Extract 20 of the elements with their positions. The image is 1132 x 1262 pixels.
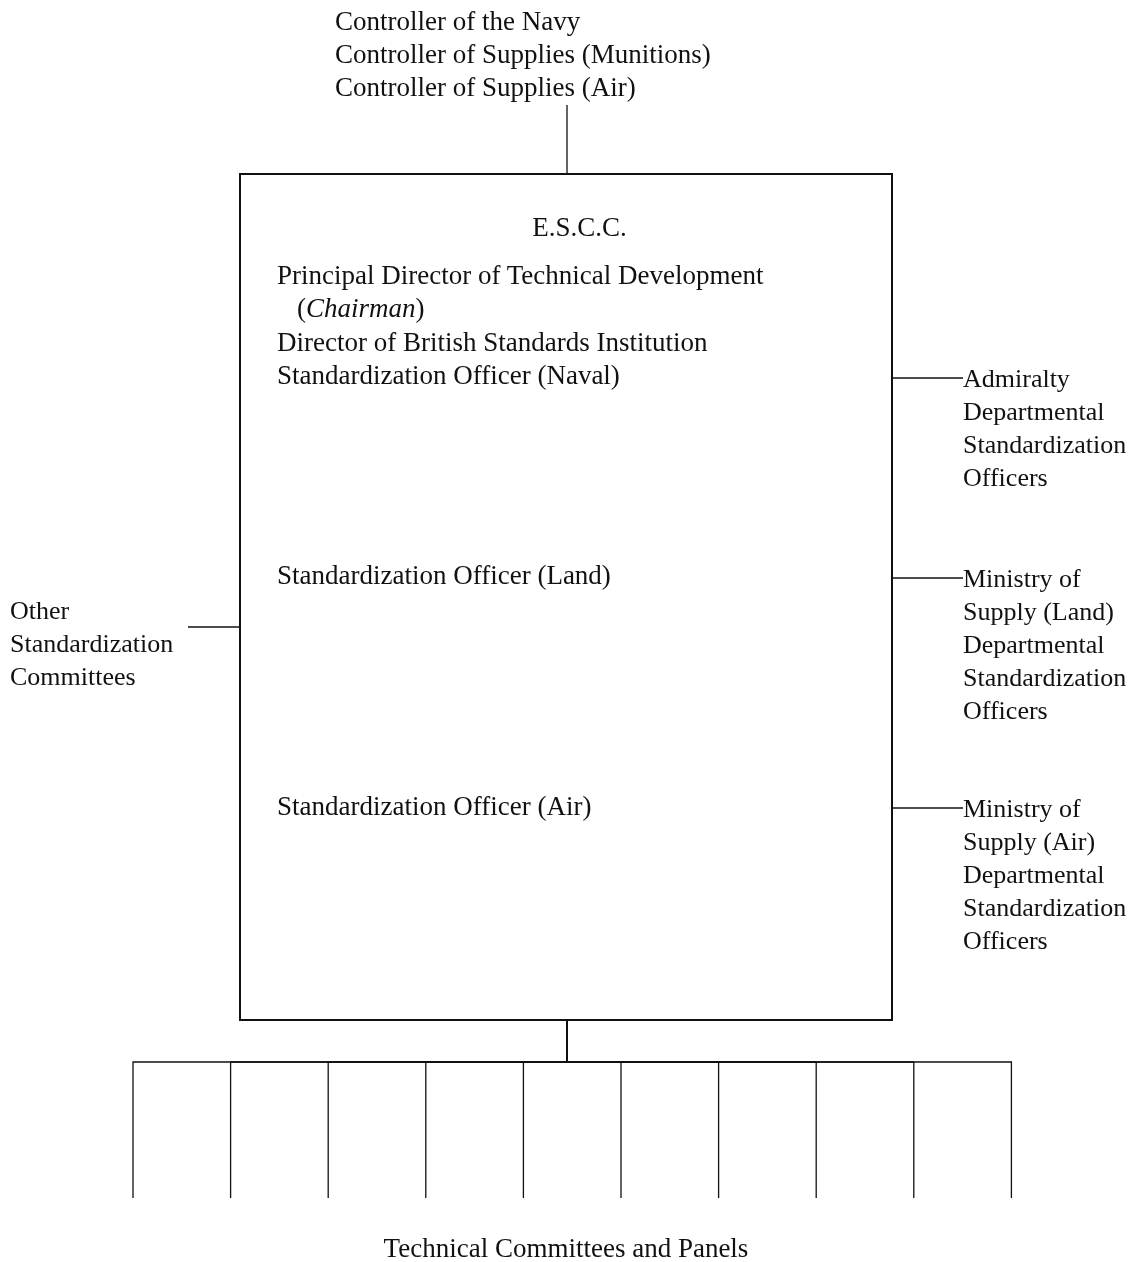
body-text: Other Standardization Committees — [10, 594, 182, 693]
connector-line — [892, 577, 964, 579]
role-text: Controller of Supplies (Munitions) — [335, 38, 711, 71]
member-text: Standardization Officer (Naval) — [277, 359, 621, 392]
body-text: Ministry of Supply (Land) Departmental Standardization Officers — [963, 562, 1129, 727]
member-text: Standardization Officer (Land) — [277, 559, 612, 592]
member-text: Director of British Standards Institution — [277, 326, 709, 359]
role-text: Controller of the Navy — [335, 5, 582, 38]
committee-box — [239, 173, 893, 1021]
committee-title: E.S.C.C. — [531, 211, 628, 244]
connector-line — [566, 104, 568, 174]
connector-line — [892, 377, 964, 379]
body-text: Admiralty Departmental Standardization Officers — [963, 362, 1129, 494]
member-text: Standardization Officer (Air) — [277, 790, 593, 823]
member-text: Principal Director of Technical Development (Chairman) — [277, 259, 765, 325]
caption-text: Technical Committees and Panels — [383, 1232, 749, 1262]
connector-line — [892, 807, 964, 809]
role-text: Controller of Supplies (Air) — [335, 71, 637, 104]
body-text: Ministry of Supply (Air) Departmental Standardization Officers — [963, 792, 1129, 957]
connector-line — [187, 626, 240, 628]
